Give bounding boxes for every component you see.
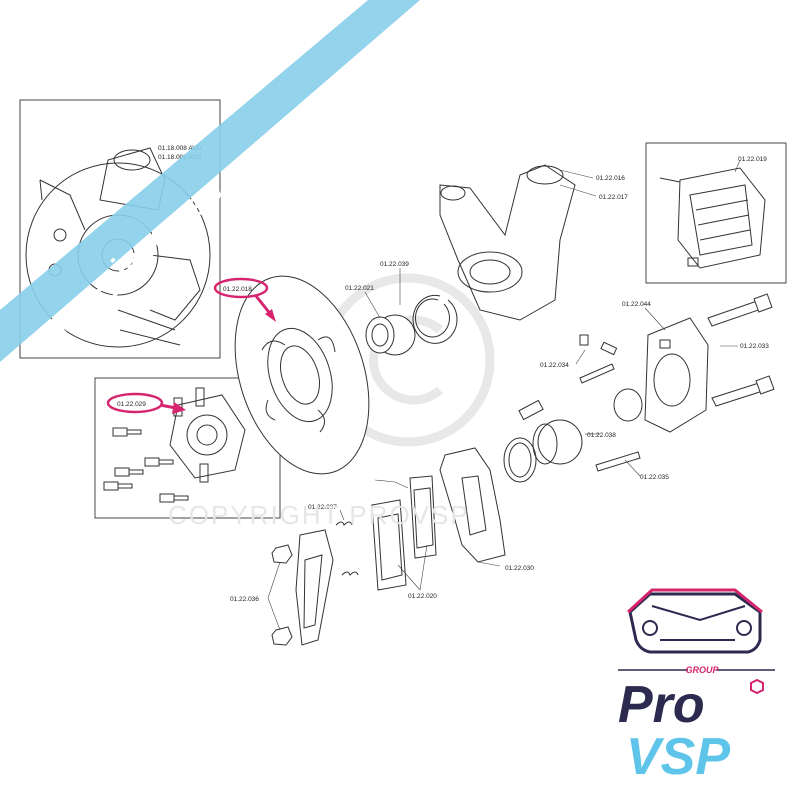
inset-caliper-assembly xyxy=(645,142,787,284)
label-01-22-033: 01.22.033 xyxy=(740,343,769,350)
hub-bolt xyxy=(103,427,189,503)
wheel-bearing xyxy=(365,314,416,356)
label-01-22-019: 01.22.019 xyxy=(738,156,767,163)
label-01-22-017: 01.22.017 xyxy=(599,194,628,201)
nut-bottom xyxy=(271,626,293,646)
label-01-22-030: 01.22.030 xyxy=(505,565,534,572)
circlip xyxy=(412,294,458,344)
highlight-hub-label xyxy=(106,392,186,414)
brake-pads xyxy=(371,475,437,591)
steering-knuckle xyxy=(439,164,576,321)
label-01-22-021: 01.22.021 xyxy=(345,285,374,292)
piston xyxy=(532,419,583,465)
label-01-22-044: 01.22.044 xyxy=(622,301,651,308)
highlight-disc-label xyxy=(213,277,276,322)
label-01-22-016-top: 01.22.016 xyxy=(596,175,625,182)
label-01-22-036: 01.22.036 xyxy=(230,596,259,603)
label-01-22-038: 01.22.038 xyxy=(587,432,616,439)
caliper-bracket xyxy=(439,447,506,563)
leader-lines xyxy=(267,159,741,631)
pad-springs xyxy=(335,521,359,576)
provsp-logo: GROUP Pro VSP xyxy=(618,588,775,786)
brake-disc xyxy=(234,275,370,475)
caliper-body xyxy=(644,317,709,433)
logo-group-tag: GROUP xyxy=(685,665,719,675)
pin-small xyxy=(518,399,544,421)
label-01-22-039: 01.22.039 xyxy=(380,261,409,268)
piston-seal xyxy=(503,388,643,483)
label-01-22-029: 01.22.029 xyxy=(117,401,146,408)
guide-pins xyxy=(579,334,641,472)
caliper-bolt xyxy=(707,293,775,407)
label-01-22-037: 01.22.037 xyxy=(308,504,337,511)
logo-vsp-text: VSP xyxy=(626,728,730,786)
logo-pro-text: Pro xyxy=(618,676,705,734)
anti-rattle-plate xyxy=(295,529,334,646)
label-knuckle-avd: 01.18.008 AVD xyxy=(158,145,202,152)
copyright-watermark-text: COPYRIGHT PROVSP xyxy=(168,500,470,530)
label-01-22-034: 01.22.034 xyxy=(540,362,569,369)
label-01-22-020: 01.22.020 xyxy=(408,593,437,600)
nut-top xyxy=(271,544,293,564)
label-knuckle-avg: 01.18.009 AVG xyxy=(158,154,202,161)
label-01-22-035: 01.22.035 xyxy=(640,474,669,481)
label-01-22-018: 01.22.018 xyxy=(223,286,252,293)
